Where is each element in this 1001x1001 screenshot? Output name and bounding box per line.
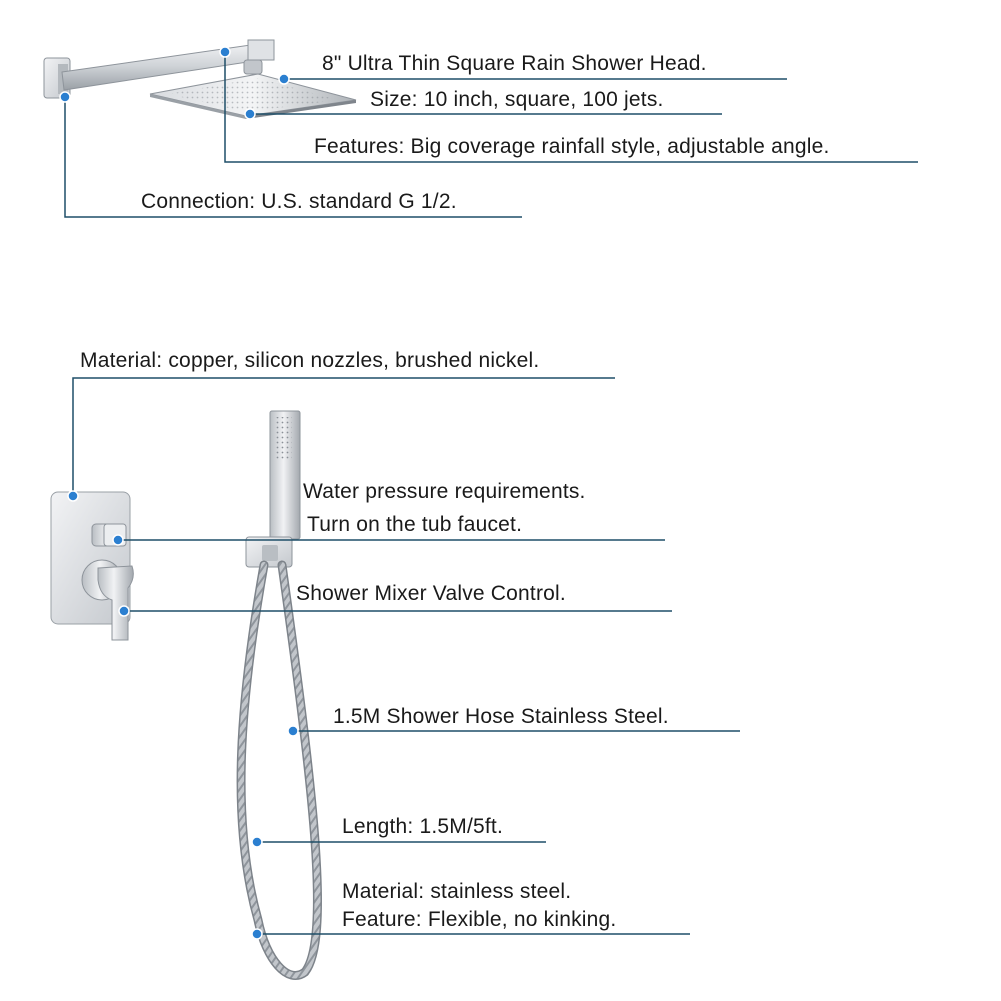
shower-head-title: 8" Ultra Thin Square Rain Shower Head. [322, 52, 707, 75]
shower-head-connection: Connection: U.S. standard G 1/2. [141, 190, 457, 213]
callout-dot [112, 534, 124, 546]
mixer-material: Material: copper, silicon nozzles, brush… [80, 349, 540, 372]
callout-line-material [72, 377, 615, 496]
mixer-tub-faucet: Turn on the tub faucet. [307, 513, 523, 536]
mixer-valve-illustration [50, 491, 134, 641]
callout-dot [219, 46, 231, 58]
callout-dot [287, 725, 299, 737]
callout-dot [59, 91, 71, 103]
hose-title: 1.5M Shower Hose Stainless Steel. [333, 705, 669, 728]
callout-dot [244, 108, 256, 120]
callout-lines [64, 52, 918, 935]
callout-dot [67, 490, 79, 502]
callout-dot [251, 836, 263, 848]
callout-dots [59, 46, 299, 940]
ball-joint-icon [243, 59, 263, 75]
handshower-holder-icon [245, 536, 293, 568]
callout-dot [278, 73, 290, 85]
square-rain-head-icon [149, 73, 357, 119]
callout-line-connection [64, 97, 522, 218]
mixer-valve-control: Shower Mixer Valve Control. [296, 582, 566, 605]
callout-line-head-features [224, 52, 918, 163]
callout-dot [118, 605, 130, 617]
shower-head-features: Features: Big coverage rainfall style, a… [314, 135, 830, 158]
hand-shower-illustration [236, 410, 322, 980]
hose-material: Material: stainless steel. [342, 880, 572, 903]
lever-handle-icon [81, 559, 134, 641]
hose-feature: Feature: Flexible, no kinking. [342, 908, 617, 931]
shower-hose-icon [236, 560, 322, 980]
hose-length: Length: 1.5M/5ft. [342, 815, 504, 838]
hand-shower-icon [269, 410, 301, 540]
callout-dot [251, 928, 263, 940]
mixer-water-pressure: Water pressure requirements. [303, 480, 586, 503]
shower-head-size: Size: 10 inch, square, 100 jets. [370, 88, 664, 111]
